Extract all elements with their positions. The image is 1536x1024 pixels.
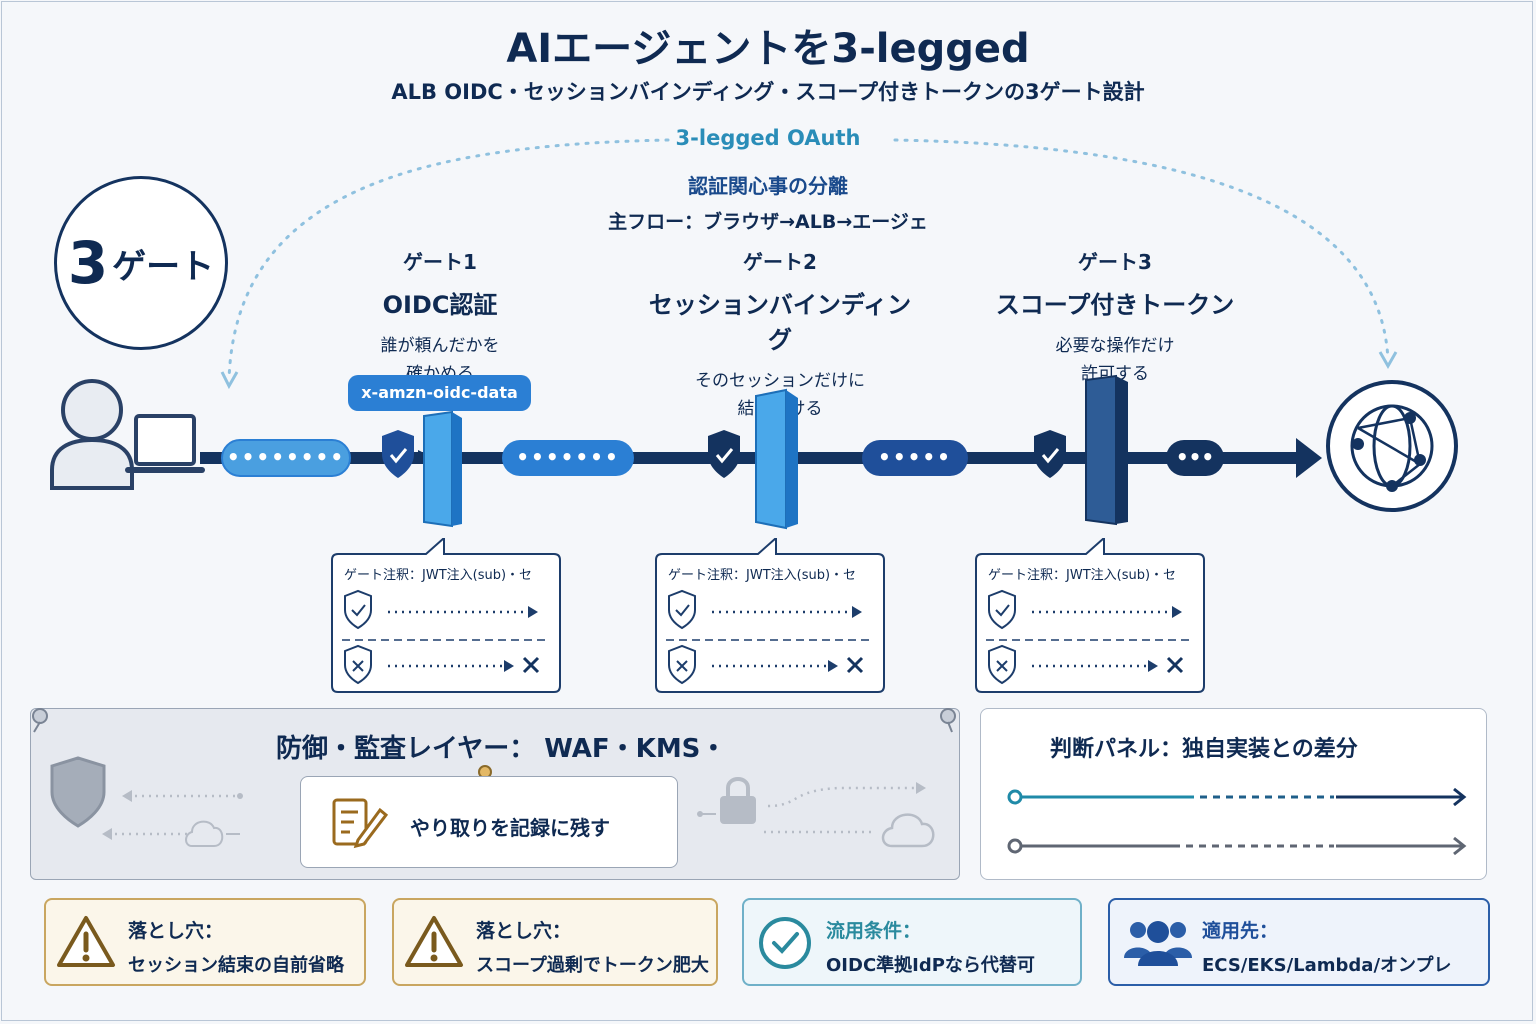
token-pill-2: ••••••• bbox=[502, 440, 634, 476]
applies-to-text: ECS/EKS/Lambda/オンプレ bbox=[1202, 955, 1452, 976]
cloud-icon bbox=[185, 820, 224, 847]
svg-text:•••••••: ••••••• bbox=[516, 445, 619, 469]
gate-2-number: ゲート2 bbox=[743, 250, 817, 274]
shield-check-icon bbox=[344, 589, 372, 630]
applies-to-card: 適用先： ECS/EKS/Lambda/オンプレ bbox=[1108, 898, 1490, 986]
gate-2-header: ゲート2 セッションバインディング そのセッションだけに 結びつける bbox=[640, 246, 920, 423]
group-icon bbox=[1124, 921, 1192, 966]
gate-3-header: ゲート3 スコープ付きトークン 必要な操作だけ 許可する bbox=[985, 246, 1245, 388]
applies-to-content: 適用先： ECS/EKS/Lambda/オンプレ bbox=[1202, 916, 1451, 977]
judgment-panel-title: 判断パネル：独自実装との差分 bbox=[1050, 737, 1358, 762]
shield-check-icon bbox=[988, 589, 1016, 630]
reuse-condition-title: 流用条件： bbox=[826, 920, 922, 942]
gate-3-note-text: ゲート注釈：JWT注入(sub)・セ bbox=[988, 568, 1177, 583]
pitfall-1-content: 落とし穴： セッション結束の自前省略 bbox=[128, 916, 344, 977]
pitfall-1-title: 落とし穴： bbox=[128, 920, 224, 942]
svg-text:•••: ••• bbox=[1176, 445, 1214, 469]
gate-1-header: ゲート1 OIDC認証 誰が頼んだかを 確かめる bbox=[330, 246, 550, 388]
shield-x-icon bbox=[988, 644, 1016, 685]
note-callout-frame bbox=[655, 538, 885, 693]
defense-panel-title: 防御・監査レイヤー： WAF・KMS・ bbox=[276, 734, 727, 764]
lock-icon bbox=[720, 777, 756, 824]
record-text: やり取りを記録に残す bbox=[410, 816, 610, 840]
reuse-condition-content: 流用条件： OIDC準拠IdPなら代替可 bbox=[826, 916, 1035, 977]
oidc-header-pill: x-amzn-oidc-data bbox=[348, 375, 531, 411]
gate-1-note-text: ゲート注釈：JWT注入(sub)・セ bbox=[344, 568, 533, 583]
gate-3-pillar bbox=[1085, 374, 1128, 526]
shield-check-icon bbox=[1034, 430, 1066, 478]
gate-1-number: ゲート1 bbox=[403, 250, 477, 274]
pitfall-card-2: 落とし穴： スコープ過剰でトークン肥大 bbox=[392, 898, 718, 986]
laptop-icon bbox=[125, 414, 205, 473]
pitfall-1-text: セッション結束の自前省略 bbox=[128, 955, 344, 976]
pitfall-2-text: スコープ過剰でトークン肥大 bbox=[476, 955, 709, 976]
svg-text:••••••••: •••••••• bbox=[227, 445, 345, 469]
cloud-icon bbox=[881, 813, 935, 848]
record-box bbox=[300, 776, 678, 868]
applies-to-title: 適用先： bbox=[1202, 920, 1279, 942]
shield-x-icon bbox=[668, 644, 696, 685]
globe-network-icon bbox=[1326, 380, 1458, 512]
gate-1-pillar bbox=[423, 410, 462, 528]
gate-3-name: スコープ付きトークン bbox=[995, 291, 1235, 319]
gate-2-note-text: ゲート注釈：JWT注入(sub)・セ bbox=[668, 568, 857, 583]
shield-check-icon bbox=[382, 430, 414, 478]
reuse-condition-card: 流用条件： OIDC準拠IdPなら代替可 bbox=[742, 898, 1082, 986]
svg-text:•••••: ••••• bbox=[878, 445, 952, 469]
page-title: AIエージェントを3-legged bbox=[506, 26, 1030, 72]
token-pill-3: ••••• bbox=[862, 440, 968, 476]
pin-icon bbox=[940, 708, 956, 733]
judgment-panel bbox=[980, 708, 1487, 880]
gate-1-desc-line1: 誰が頼んだかを bbox=[380, 336, 500, 356]
note-callout-frame bbox=[331, 538, 561, 693]
badge-number: 3 bbox=[67, 229, 109, 297]
gate-2-note: ゲート注釈：JWT注入(sub)・セ bbox=[654, 538, 886, 694]
user-icon bbox=[50, 379, 134, 490]
main-flow-text: 主フロー：ブラウザ→ALB→エージェ bbox=[608, 211, 928, 233]
gate-3-desc-line1: 必要な操作だけ bbox=[1055, 336, 1175, 356]
warning-icon bbox=[405, 916, 463, 967]
document-edit-icon bbox=[332, 798, 389, 849]
shield-x-icon bbox=[344, 644, 372, 685]
shield-check-icon bbox=[668, 589, 696, 630]
pitfall-2-title: 落とし穴： bbox=[476, 920, 572, 942]
gate-2-desc-line1: そのセッションだけに bbox=[695, 371, 865, 391]
gate-2-pillar bbox=[755, 388, 798, 530]
gate-1-name: OIDC認証 bbox=[382, 291, 498, 319]
note-callout-frame bbox=[975, 538, 1205, 693]
concern-title: 認証関心事の分離 bbox=[688, 174, 848, 198]
gate-3-note: ゲート注釈：JWT注入(sub)・セ bbox=[974, 538, 1206, 694]
three-gate-badge: 3 ゲート bbox=[54, 176, 228, 350]
pitfall-2-content: 落とし穴： スコープ過剰でトークン肥大 bbox=[476, 916, 709, 977]
reuse-condition-text: OIDC準拠IdPなら代替可 bbox=[826, 955, 1035, 976]
pitfall-card-1: 落とし穴： セッション結束の自前省略 bbox=[44, 898, 366, 986]
check-circle-icon bbox=[759, 917, 811, 969]
gate-1-note: ゲート注釈：JWT注入(sub)・セ bbox=[330, 538, 562, 694]
page-subtitle: ALB OIDC・セッションバインディング・スコープ付きトークンの3ゲート設計 bbox=[391, 80, 1145, 104]
gate-3-number: ゲート3 bbox=[1078, 250, 1152, 274]
token-pill-4: ••• bbox=[1166, 440, 1224, 476]
shield-check-icon bbox=[708, 430, 740, 478]
token-pill-1: •••••••• bbox=[221, 439, 351, 477]
warning-icon bbox=[57, 916, 115, 967]
shield-icon bbox=[50, 756, 106, 828]
gate-2-name: セッションバインディング bbox=[648, 291, 912, 354]
badge-label: ゲート bbox=[112, 246, 215, 287]
flow-label: 3-legged OAuth bbox=[675, 126, 861, 150]
pin-icon bbox=[32, 708, 48, 733]
